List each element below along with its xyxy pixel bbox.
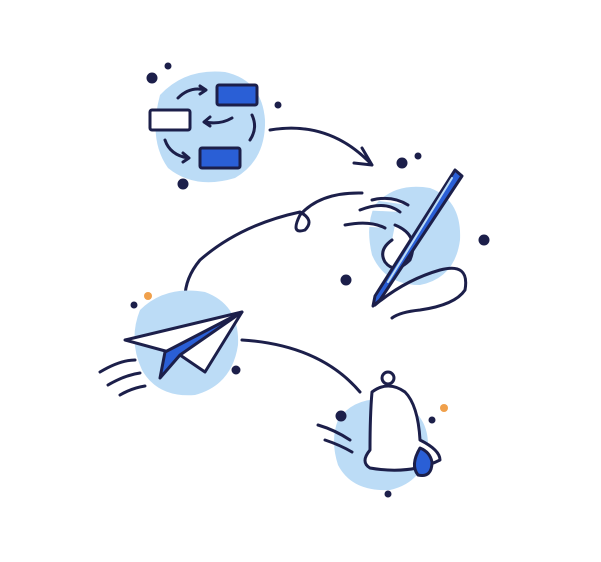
arrow-curve [176,84,208,100]
ring-line [323,438,354,454]
arrow-curve [202,115,234,128]
connector-line [240,338,362,394]
dot [274,101,282,109]
speed-line [98,358,137,374]
notification-bell-icon [316,370,448,498]
plane-wing [158,310,244,380]
paper-plane-icon [98,290,244,397]
dot [384,490,392,498]
dot [396,157,408,169]
dot [428,416,436,424]
dot [146,72,158,84]
hand-writing-pen-icon [340,152,490,320]
speed-line [118,384,147,397]
dot [478,234,490,246]
card-left [148,108,192,132]
scribble-line [373,266,468,320]
speed-line [106,371,142,387]
connector-loop [183,191,364,300]
dot [340,274,352,286]
arrow-curve [248,113,257,142]
bell-top [380,370,396,386]
dot [414,152,422,160]
ring-line [316,423,352,442]
dot [177,178,189,190]
dot [231,365,241,375]
bell-clapper [413,446,434,477]
dot [130,301,138,309]
card-bottom [198,146,242,170]
arrow-curve [163,138,191,164]
hand [343,196,415,270]
dot [164,62,172,70]
connector-arrow [268,126,374,167]
workflow-cards-icon [146,62,282,190]
dot [144,292,152,300]
card-top [215,83,259,107]
pen-highlight [387,177,453,283]
dot [335,410,347,422]
dot [440,404,448,412]
